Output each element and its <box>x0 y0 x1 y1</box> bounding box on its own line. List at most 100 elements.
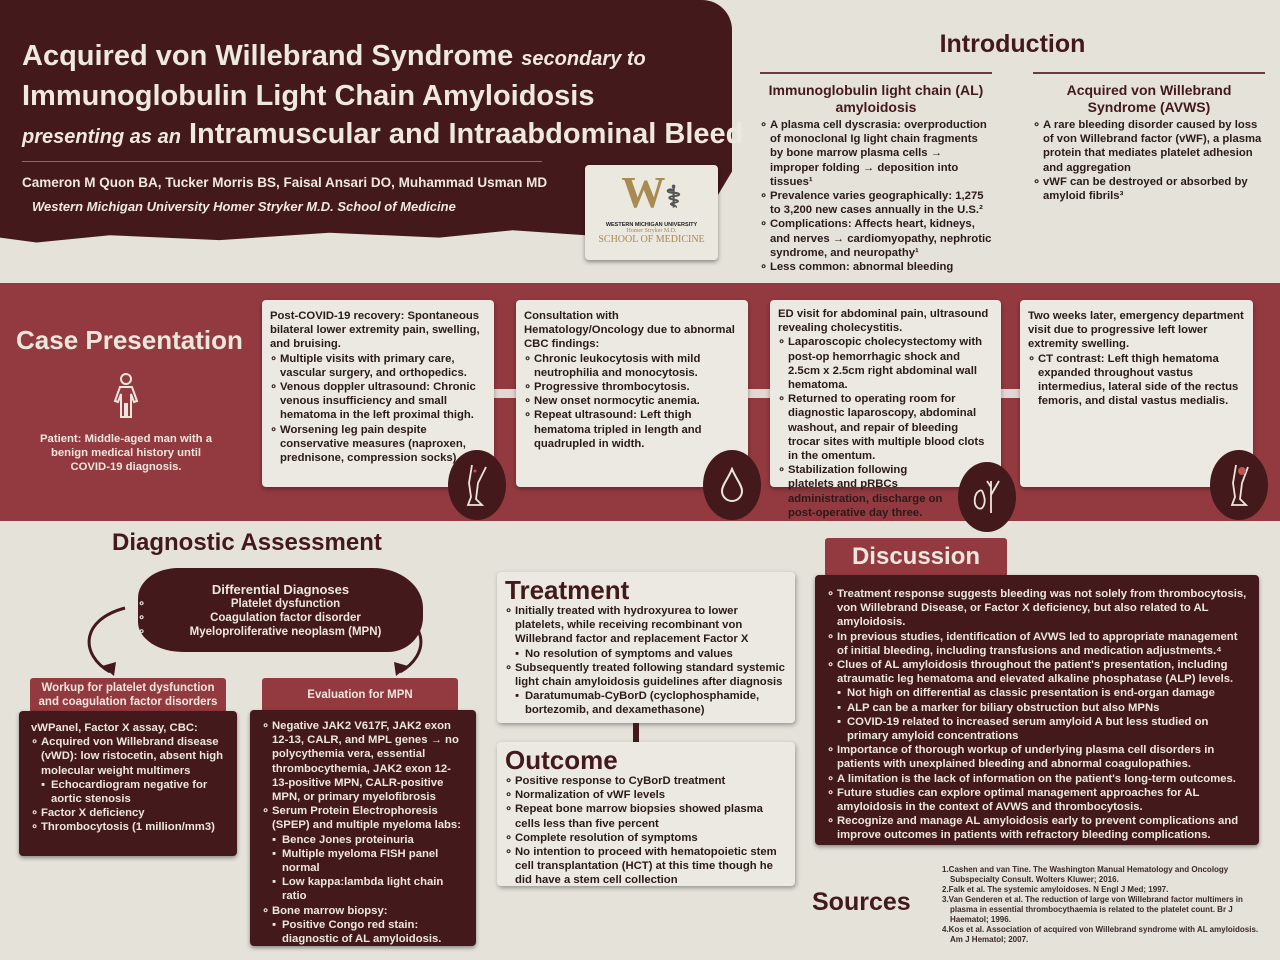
arrow-down-icon <box>394 662 408 676</box>
reference-item: 4.Kos et al. Association of acquired von… <box>942 925 1259 944</box>
treatment-title: Treatment <box>505 575 630 605</box>
case-card-list: Laparoscopic cholecystectomy with post-o… <box>778 335 993 520</box>
sub-bullet-item: Low kappa:lambda light chain ratio <box>262 875 464 903</box>
timeline-connector <box>998 389 1024 398</box>
bullet-item: Repeat bone marrow biopsies showed plasm… <box>505 802 787 830</box>
leg-icon <box>448 450 506 520</box>
logo-text-1: Western Michigan University <box>605 222 698 228</box>
differential-title: Differential Diagnoses <box>211 582 350 597</box>
title-line-2: Immunoglobulin Light Chain Amyloidosis <box>22 80 595 112</box>
case-card-lead: ED visit for abdominal pain, ultrasound … <box>778 308 989 335</box>
sub-bullet-item: Not high on differential as classic pres… <box>827 686 1247 700</box>
bullet-item: A plasma cell dyscrasia: overproduction … <box>760 118 992 189</box>
differential-diagnoses: Differential Diagnoses Platelet dysfunct… <box>138 568 423 652</box>
patient-summary: Patient: Middle-aged man with a benign m… <box>40 433 212 473</box>
mpn-list: Negative JAK2 V617F, JAK2 exon 12-13, CA… <box>262 719 464 946</box>
bullet-item: Platelet dysfunction <box>138 597 423 611</box>
intro-list: A plasma cell dyscrasia: overproduction … <box>760 118 992 274</box>
intro-heading: Immunoglobulin light chain (AL) amyloido… <box>760 72 992 116</box>
sub-bullet-item: Positive Congo red stain: diagnostic of … <box>262 918 464 946</box>
mpn-header: Evaluation for MPN <box>262 678 458 711</box>
references: 1.Cashen and van Tine. The Washington Ma… <box>942 865 1264 945</box>
intro-heading: Acquired von Willebrand Syndrome (AVWS) <box>1033 72 1265 116</box>
workup-box: vWPanel, Factor X assay, CBC:Acquired vo… <box>19 711 237 856</box>
case-card-2: Consultation with Hematology/Oncology du… <box>516 300 748 487</box>
bullet-item: Progressive thrombocytosis. <box>524 380 740 394</box>
authors: Cameron M Quon BA, Tucker Morris BS, Fai… <box>22 175 548 190</box>
bullet-item: Complete resolution of symptoms <box>505 831 787 845</box>
leg-hematoma-icon <box>1210 450 1268 520</box>
timeline-connector <box>744 389 774 398</box>
bullet-item: Serum Protein Electrophoresis (SPEP) and… <box>262 804 464 832</box>
case-card-lead: Two weeks later, emergency department vi… <box>1028 310 1244 351</box>
sub-bullet-item: ALP can be a marker for biliary obstruct… <box>827 701 1247 715</box>
bullet-item: Less common: abnormal bleeding <box>760 260 992 274</box>
bullet-item: Laparoscopic cholecystectomy with post-o… <box>778 335 993 392</box>
case-card-list: Multiple visits with primary care, vascu… <box>270 352 486 466</box>
case-card-list: Chronic leukocytosis with mild neutrophi… <box>524 352 740 451</box>
flow-connector <box>633 723 639 743</box>
bullet-item: Acquired von Willebrand disease (vWD): l… <box>31 735 225 778</box>
title-line-3: presenting as an Intramuscular and Intra… <box>22 118 743 151</box>
title-main-3: Intramuscular and Intraabdominal Bleed <box>189 118 744 150</box>
sub-bullet-item: Echocardiogram negative for aortic steno… <box>31 778 225 806</box>
discussion-header: Discussion <box>825 538 1007 576</box>
outcome-list: Positive response to CyBorD treatmentNor… <box>505 774 787 888</box>
introduction-title: Introduction <box>939 30 1086 58</box>
bullet-item: Myeloproliferative neoplasm (MPN) <box>138 625 423 639</box>
title-main: Acquired von Willebrand Syndrome <box>22 40 514 72</box>
diagnostic-title: Diagnostic Assessment <box>112 529 382 556</box>
bullet-item: Initially treated with hydroxyurea to lo… <box>505 604 787 647</box>
case-card-1: Post-COVID-19 recovery: Spontaneous bila… <box>262 300 494 487</box>
affiliation: Western Michigan University Homer Stryke… <box>32 199 456 214</box>
bullet-item: Clues of AL amyloidosis throughout the p… <box>827 658 1247 686</box>
bullet-item: Future studies can explore optimal manag… <box>827 786 1247 814</box>
bullet-item: vWPanel, Factor X assay, CBC: <box>31 722 198 734</box>
bullet-item: Worsening leg pain despite conservative … <box>270 423 486 466</box>
outcome-box: Outcome Positive response to CyBorD trea… <box>497 742 795 886</box>
case-card-4: Two weeks later, emergency department vi… <box>1020 300 1253 487</box>
logo-text-2: Homer Stryker M.D. <box>626 228 677 234</box>
bullet-item: Positive response to CyBorD treatment <box>505 774 787 788</box>
flow-arrows <box>87 606 423 676</box>
intro-al-amyloidosis: Immunoglobulin light chain (AL) amyloido… <box>760 72 992 274</box>
bullet-item: No intention to proceed with hematopoiet… <box>505 845 787 888</box>
case-card-list: CT contrast: Left thigh hematoma expande… <box>1028 352 1245 409</box>
timeline-connector <box>490 389 520 398</box>
case-card-lead: Post-COVID-19 recovery: Spontaneous bila… <box>270 310 480 351</box>
logo-w-icon: W⚕ <box>621 168 682 217</box>
bullet-item: Chronic leukocytosis with mild neutrophi… <box>524 352 740 380</box>
reference-item: 2.Falk et al. The systemic amyloidoses. … <box>942 885 1169 894</box>
university-logo: W⚕ Western Michigan University Homer Str… <box>585 165 718 260</box>
intro-avws: Acquired von Willebrand Syndrome (AVWS) … <box>1033 72 1265 203</box>
bullet-item: Negative JAK2 V617F, JAK2 exon 12-13, CA… <box>262 719 464 804</box>
intro-list: A rare bleeding disorder caused by loss … <box>1033 118 1265 203</box>
sub-bullet-item: COVID-19 related to increased serum amyl… <box>827 715 1247 743</box>
discussion-box: Treatment response suggests bleeding was… <box>815 575 1259 845</box>
logo-text-3: SCHOOL OF MEDICINE <box>598 234 705 245</box>
bullet-item: Venous doppler ultrasound: Chronic venou… <box>270 380 486 423</box>
bullet-item: CT contrast: Left thigh hematoma expande… <box>1028 352 1245 409</box>
sources-title: Sources <box>812 888 911 916</box>
title-connector: secondary to <box>521 48 646 70</box>
reference-item: 1.Cashen and van Tine. The Washington Ma… <box>942 865 1229 884</box>
bullet-item: Stabilization following platelets and pR… <box>778 463 993 520</box>
title-connector-2: presenting as an <box>22 126 181 148</box>
bullet-item: Coagulation factor disorder <box>138 611 423 625</box>
bullet-item: Thrombocytosis (1 million/mm3) <box>31 820 225 834</box>
case-card-3: ED visit for abdominal pain, ultrasound … <box>770 300 1001 519</box>
bullet-item: New onset normocytic anemia. <box>524 394 740 408</box>
outcome-title: Outcome <box>505 745 618 775</box>
title-line-1: Acquired von Willebrand Syndrome seconda… <box>22 40 646 73</box>
differential-list: Platelet dysfunctionCoagulation factor d… <box>138 597 423 640</box>
sub-bullet-item: Daratumumab-CyBorD (cyclophosphamide, bo… <box>505 689 787 717</box>
bullet-item: Prevalence varies geographically: 1,275 … <box>760 189 992 217</box>
treatment-box: Treatment Initially treated with hydroxy… <box>497 572 795 723</box>
workup-header: Workup for platelet dysfunction and coag… <box>30 678 226 711</box>
bullet-item: Returned to operating room for diagnosti… <box>778 392 993 463</box>
sub-bullet-item: No resolution of symptoms and values <box>505 647 787 661</box>
title-divider <box>22 161 542 162</box>
reference-item: 3.Van Genderen et al. The reduction of l… <box>942 895 1243 924</box>
bullet-item: Repeat ultrasound: Left thigh hematoma t… <box>524 408 740 451</box>
bullet-item: Bone marrow biopsy: <box>262 904 464 918</box>
